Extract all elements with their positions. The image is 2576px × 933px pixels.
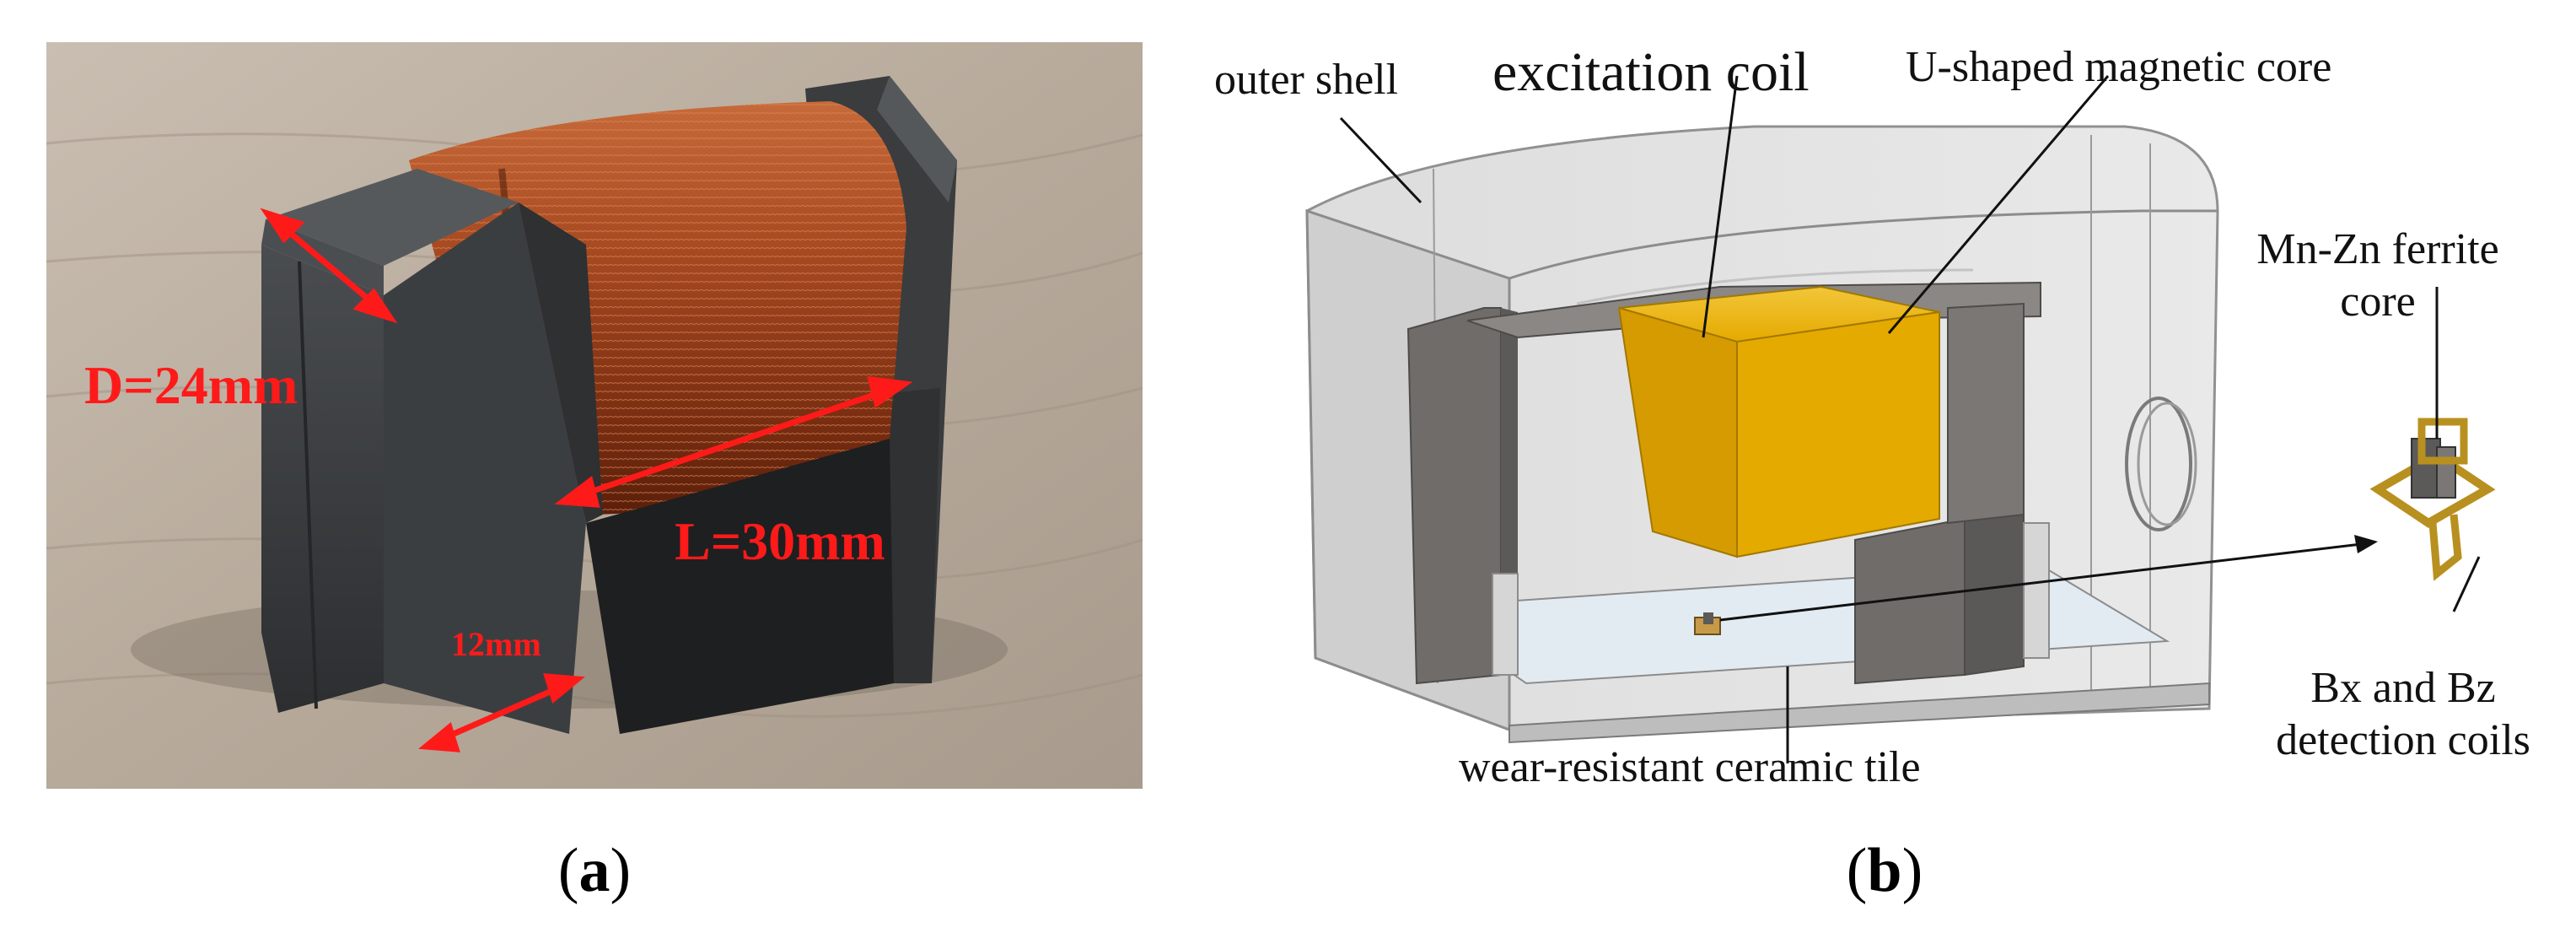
core-photo (46, 42, 1143, 789)
dim-length-label: L=30mm (675, 511, 885, 571)
dimension-arrows (260, 208, 913, 752)
schematic-panel-b: outer shell excitation coil U-shaped mag… (1214, 17, 2563, 793)
sensor-detail (2369, 418, 2496, 581)
ferrite-label-line2: core (2340, 278, 2416, 326)
callout-detection-coils: Bx and Bz detection coils (2260, 662, 2546, 768)
probe-schematic (1305, 75, 2496, 763)
callout-outer-shell: outer shell (1214, 56, 1399, 104)
detection-label-line1: Bx and Bz (2310, 664, 2496, 712)
subfigure-label-b: (b) (1846, 836, 1923, 905)
ferrite-label-line1: Mn-Zn ferrite (2256, 225, 2499, 273)
detection-label-line2: detection coils (2276, 716, 2530, 765)
callout-ceramic-tile: wear-resistant ceramic tile (1459, 743, 1921, 791)
callout-ferrite-core: Mn-Zn ferrite core (2235, 224, 2521, 329)
dim-leg-label: 12mm (451, 625, 541, 663)
sensor-arrow (1719, 542, 2362, 622)
callout-excitation-coil: excitation coil (1492, 41, 1810, 103)
callout-u-core: U-shaped magnetic core (1906, 43, 2332, 91)
photo-panel-a: D=24mm L=30mm 12mm (46, 42, 1143, 789)
dim-depth-label: D=24mm (84, 355, 298, 415)
leader-lines (1339, 75, 2481, 763)
subfigure-label-a: (a) (557, 836, 632, 905)
